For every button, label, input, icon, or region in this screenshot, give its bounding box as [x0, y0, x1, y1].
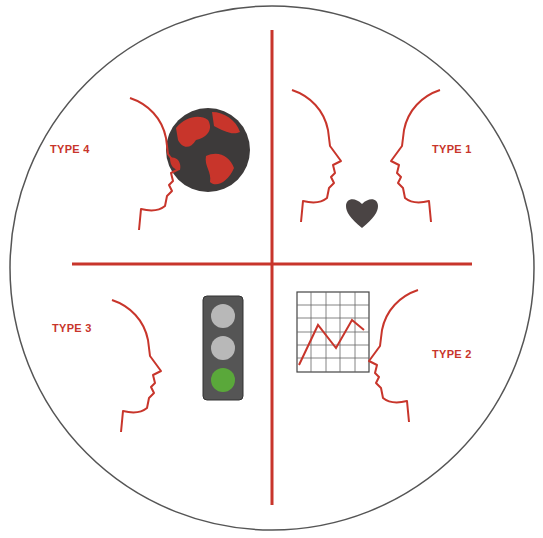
globe-continents	[170, 112, 240, 184]
traffic-light	[203, 296, 243, 400]
type-label: TYPE 2	[432, 348, 472, 360]
line-chart	[297, 292, 369, 372]
face-profile	[292, 90, 341, 222]
traffic-lamp	[211, 368, 235, 392]
type-label: TYPE 1	[432, 143, 472, 155]
globe	[166, 108, 250, 192]
heart	[346, 199, 378, 228]
face-profile	[391, 90, 440, 222]
horizontal-axis	[72, 263, 472, 266]
face-profile	[112, 300, 161, 432]
face-profile	[130, 98, 179, 230]
type-label: TYPE 3	[52, 322, 92, 334]
type-label: TYPE 4	[50, 143, 90, 155]
outer-circle	[10, 6, 534, 530]
vertical-axis	[271, 30, 274, 505]
traffic-lamp	[211, 336, 235, 360]
traffic-lamp	[211, 304, 235, 328]
face-profile	[369, 290, 418, 422]
